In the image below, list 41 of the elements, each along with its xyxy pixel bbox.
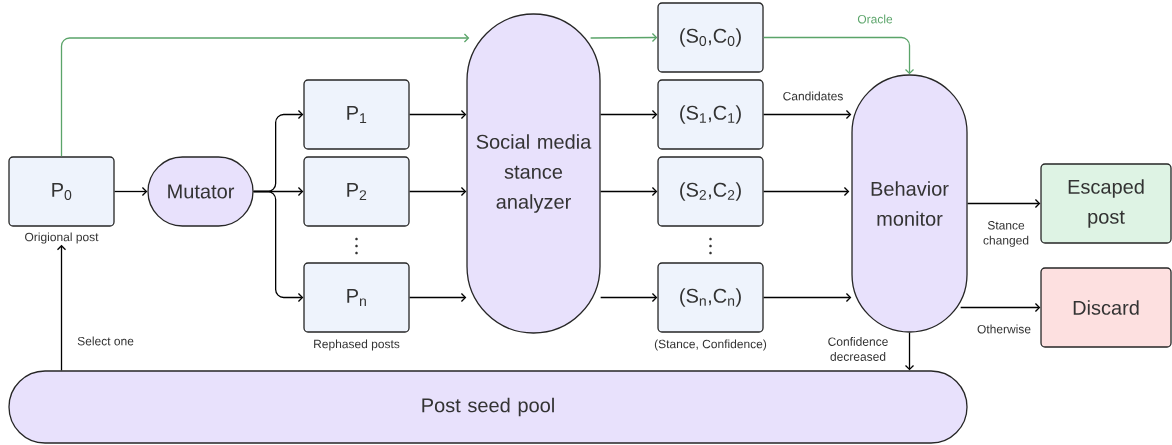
arrow [590, 32, 658, 43]
post-box: P$_{n}$ [303, 262, 410, 333]
arrow [409, 292, 467, 303]
post-box: (S$_{1}$,C$_{1}$) [657, 79, 764, 150]
arrow [763, 186, 850, 197]
caption-text: Rephased posts [314, 339, 400, 351]
edge-label: Otherwise [976, 323, 1032, 335]
arrow [960, 302, 1041, 313]
post-box: P$_{1}$ [303, 79, 410, 150]
arrow [600, 186, 658, 197]
edge-label: Oracle [856, 13, 894, 25]
arrow [253, 190, 304, 303]
post-box: (S$_{0}$,C$_{0}$) [657, 2, 764, 73]
arrow [600, 109, 658, 120]
arrow [114, 186, 148, 197]
post-box: (S$_{2}$,C$_{2}$) [657, 156, 764, 227]
process-pill: Mutator [147, 156, 254, 227]
caption-text: (Stance, Confidence) [654, 339, 767, 351]
edge-label: Stance changed [975, 220, 1037, 248]
edge-label: Confidence decreased [817, 336, 899, 362]
process-pill: Behavior monitor [851, 74, 968, 333]
post-box: P$_{0}$ [8, 156, 115, 227]
result-box: Escaped post [1040, 163, 1172, 244]
process-pill: Social media stance analyzer [466, 13, 601, 334]
arrow [409, 186, 467, 197]
caption-text: Origional post [25, 232, 99, 244]
arrow [967, 198, 1041, 209]
arrow [763, 292, 852, 303]
arrow [600, 292, 658, 303]
result-box: Discard [1040, 267, 1172, 348]
arrow [409, 109, 467, 120]
arrow [763, 109, 852, 120]
edge-label: Candidates [781, 90, 845, 102]
edge-label: Select one [76, 335, 135, 347]
arrow [56, 244, 67, 371]
process-pill: Post seed pool [8, 370, 968, 444]
arrow [763, 36, 915, 75]
post-box: (S$_{n}$,C$_{n}$) [657, 262, 764, 333]
post-box: P$_{2}$ [303, 156, 410, 227]
arrow [60, 33, 470, 157]
arrow [904, 332, 915, 371]
